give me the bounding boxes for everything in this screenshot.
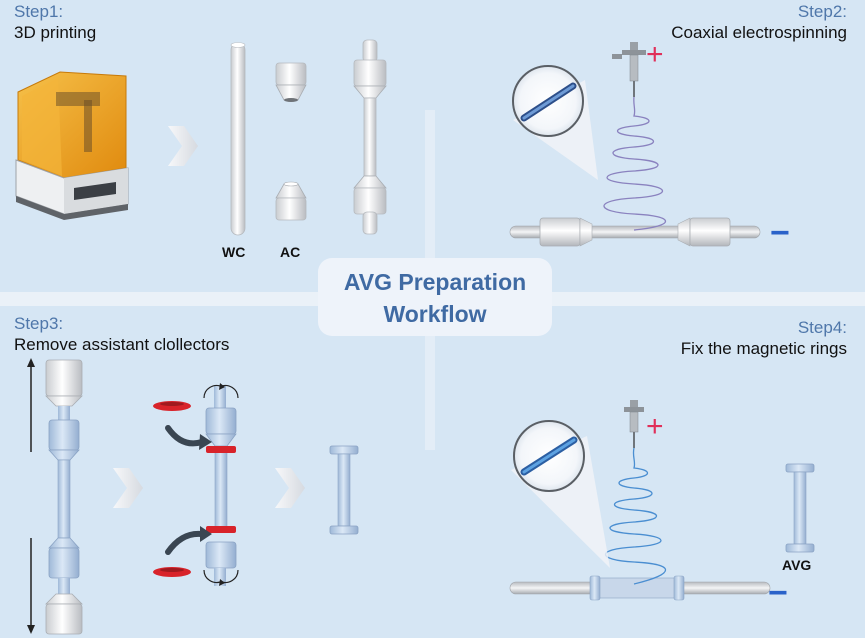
step1-title: 3D printing (14, 23, 97, 42)
step4-spinneret (624, 400, 644, 448)
horizontal-divider-left (0, 292, 318, 306)
step4-zoom-inset (511, 420, 610, 568)
step4-avg-graft (785, 463, 815, 553)
positive-electrode-sign: + (646, 410, 664, 443)
wc-rod (230, 42, 246, 236)
ac-piece-bottom (275, 181, 307, 221)
step2-tag: Step2: (797, 2, 847, 21)
step3-chevron-1 (113, 468, 143, 508)
step3-full-collector (45, 359, 83, 635)
step2-spinneret (612, 42, 646, 97)
vertical-divider-top (425, 110, 435, 270)
step2-collector (509, 217, 761, 247)
center-title-box: AVG Preparation Workflow (318, 258, 552, 336)
step3-title: Remove assistant clollectors (14, 335, 230, 354)
step3-removal-view (153, 383, 239, 586)
step2-title: Coaxial electrospinning (671, 23, 847, 42)
step4-title: Fix the magnetic rings (680, 339, 847, 358)
center-title-line2: Workflow (383, 301, 487, 327)
step1-tag: Step1: (14, 2, 64, 21)
step2-zoom-inset (512, 65, 598, 180)
step4-tag: Step4: (797, 318, 847, 337)
step3-finished-avg (329, 445, 359, 535)
negative-electrode-sign: − (770, 214, 790, 252)
ac-piece-top (275, 62, 307, 102)
avg-label: AVG (782, 557, 812, 573)
step3-chevron-2 (275, 468, 305, 508)
step1-chevron (168, 126, 198, 166)
magnetic-ring-bottom (206, 526, 236, 533)
magnetic-ring-top (206, 446, 236, 453)
step1-3d-printer (15, 71, 129, 220)
assembled-collector (353, 39, 387, 235)
negative-electrode-sign: − (768, 574, 788, 612)
step3-tag: Step3: (14, 314, 64, 333)
step2-polymer-jet (603, 96, 667, 231)
step3-vertical-arrows (27, 358, 35, 634)
center-title-line1: AVG Preparation (343, 269, 527, 295)
vertical-divider-bottom (425, 330, 435, 450)
horizontal-divider-right (552, 292, 865, 306)
ac-label: AC (280, 244, 301, 260)
wc-label: WC (222, 244, 246, 260)
positive-electrode-sign: + (646, 38, 664, 71)
